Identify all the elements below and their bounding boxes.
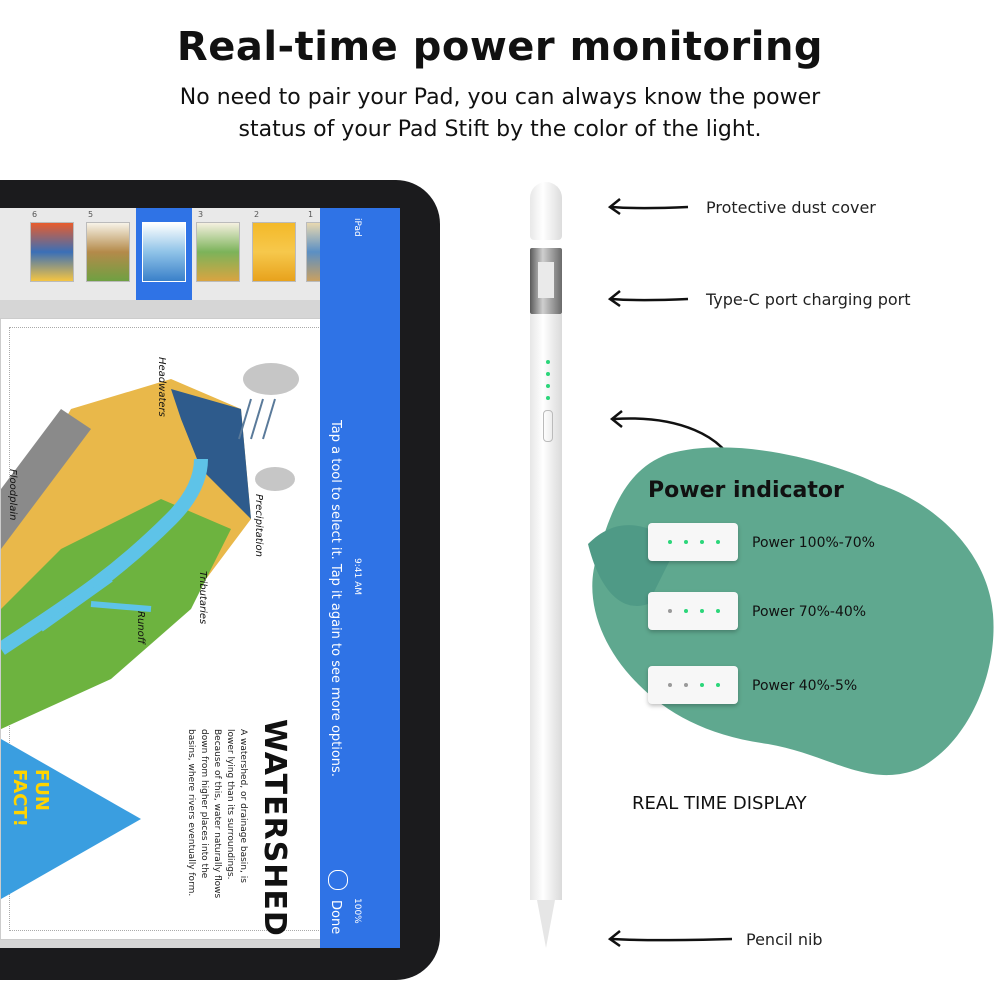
- subheadline-line-1: No need to pair your Pad, you can always…: [179, 85, 821, 110]
- document-page[interactable]: Headwaters Floodplain Precipitation Trib…: [0, 318, 338, 940]
- mountain-shape: [171, 389, 251, 519]
- power-level-label: Power 40%-5%: [752, 678, 858, 694]
- led-dot-on: [716, 609, 720, 613]
- power-level-label: Power 100%-70%: [752, 535, 875, 551]
- led-dot-on: [684, 609, 688, 613]
- pencil-cap: [530, 182, 562, 240]
- indicator-panel-medium: [648, 592, 738, 630]
- label-runoff: Runoff: [135, 611, 146, 644]
- status-battery: 100%: [352, 898, 362, 924]
- led-dot-off: [668, 683, 672, 687]
- page-thumbnail[interactable]: [30, 222, 74, 282]
- paragraph-line: A watershed, or drainage basin, is: [238, 729, 248, 883]
- page-thumbnail[interactable]: [196, 222, 240, 282]
- led-dot-on: [716, 540, 720, 544]
- thumbnail-number: 1: [308, 210, 314, 219]
- indicator-panel-low: [648, 666, 738, 704]
- subheadline: No need to pair your Pad, you can always…: [0, 82, 1000, 146]
- led-dot-on: [684, 540, 688, 544]
- led-dot-off: [668, 609, 672, 613]
- led-dot-on: [700, 540, 704, 544]
- led-dot-on: [716, 683, 720, 687]
- callout-dust-cover: Protective dust cover: [706, 198, 876, 217]
- pencil-body: [530, 314, 562, 900]
- power-level-label: Power 70%-40%: [752, 604, 867, 620]
- pencil-type-c-port: [530, 248, 562, 314]
- tool-hint-bar: iPad Tap a tool to select it. Tap it aga…: [320, 208, 400, 948]
- label-tributaries: Tributaries: [197, 571, 208, 625]
- label-headwaters: Headwaters: [156, 357, 167, 417]
- page-thumbnail-strip: 6 5 4 3 2 1: [0, 208, 350, 300]
- done-button[interactable]: Done: [328, 900, 343, 935]
- river-branch: [39, 576, 152, 632]
- thumbnail-number: 5: [88, 210, 94, 219]
- pencil-led: [546, 372, 550, 376]
- port-opening: [538, 262, 554, 298]
- thumbnail-number: 2: [254, 210, 260, 219]
- pencil-led: [546, 360, 550, 364]
- mountain-shape: [1, 409, 91, 549]
- subheadline-line-2: status of your Pad Stift by the color of…: [238, 117, 762, 142]
- led-dot-off: [684, 683, 688, 687]
- led-dot-on: [700, 609, 704, 613]
- paragraph-line: basins, where rivers eventually form.: [186, 729, 196, 897]
- pencil-nib: [537, 900, 555, 948]
- led-dot-on: [668, 540, 672, 544]
- fun-fact-line-1: FUN: [31, 769, 52, 811]
- headline: Real-time power monitoring: [176, 24, 824, 70]
- tool-hint-text: Tap a tool to select it. Tap it again to…: [328, 420, 343, 777]
- page-paragraph: A watershed, or drainage basin, is lower…: [184, 729, 249, 898]
- indicator-panel-full: [648, 523, 738, 561]
- watershed-illustration: [1, 379, 251, 729]
- paragraph-line: down from higher places into the: [199, 729, 209, 879]
- label-floodplain: Floodplain: [7, 469, 18, 521]
- river-shape: [1, 458, 208, 655]
- paragraph-line: lower lying than its surroundings.: [225, 729, 235, 880]
- page-thumbnail-selected[interactable]: [142, 222, 186, 282]
- fun-fact-triangle: [1, 739, 141, 899]
- tablet-screen: 6 5 4 3 2 1: [0, 208, 400, 948]
- rain-cloud-icon: [238, 363, 299, 491]
- page-thumbnail[interactable]: [252, 222, 296, 282]
- real-time-display-label: REAL TIME DISPLAY: [632, 793, 807, 814]
- led-dot-on: [700, 683, 704, 687]
- pencil-led: [546, 396, 550, 400]
- pencil-tool-icon[interactable]: [328, 870, 348, 890]
- status-device: iPad: [352, 218, 362, 237]
- thumbnail-number: 3: [198, 210, 204, 219]
- arrow-left-icon: [607, 290, 689, 308]
- page-heading: WATERSHED: [257, 719, 292, 937]
- callout-pencil-nib: Pencil nib: [746, 930, 823, 949]
- label-precipitation: Precipitation: [253, 494, 264, 557]
- arrow-left-icon: [607, 930, 733, 948]
- pencil-button: [543, 410, 553, 442]
- tablet-device: 6 5 4 3 2 1: [0, 180, 440, 980]
- paragraph-line: Because of this, water naturally flows: [212, 729, 222, 899]
- fun-fact-line-2: FACT!: [9, 769, 30, 827]
- thumbnail-number: 6: [32, 210, 38, 219]
- arrow-left-icon: [607, 198, 689, 216]
- pencil-led: [546, 384, 550, 388]
- callout-charging-port: Type-C port charging port: [706, 290, 911, 309]
- valley-shape: [1, 499, 231, 729]
- status-time: 9:41 AM: [352, 558, 362, 595]
- page-thumbnail[interactable]: [86, 222, 130, 282]
- power-indicator-title: Power indicator: [648, 478, 844, 503]
